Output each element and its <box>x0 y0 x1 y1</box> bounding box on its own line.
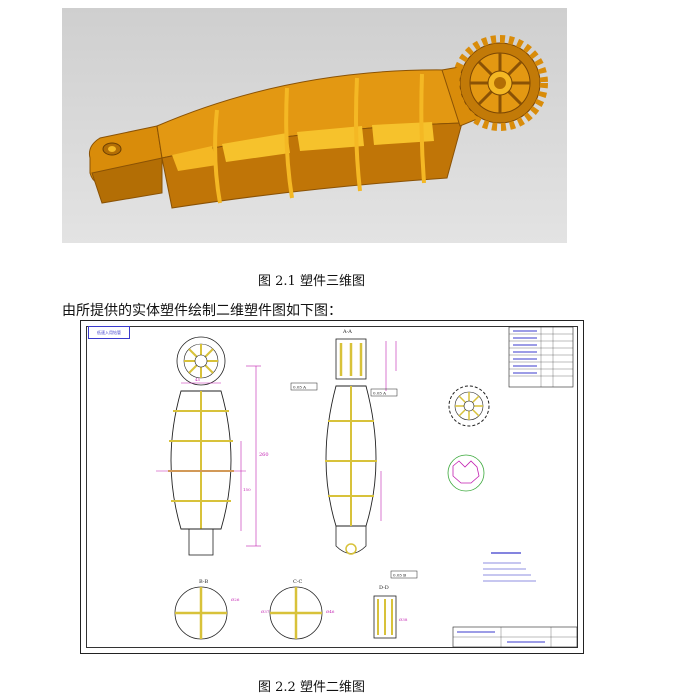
tolerance-box-3: 0.05 B <box>393 573 406 578</box>
drawing-views: 260 45 150 A-A 0.05 <box>156 326 578 648</box>
3d-render-panel <box>62 8 567 243</box>
title-block <box>452 626 578 648</box>
section-view-b: B-B Ø26 <box>174 579 240 640</box>
tolerance-box-1: 0.05 A <box>293 385 306 390</box>
figure-2-2-caption: 图 2.2 塑件二维图 <box>258 680 365 695</box>
dim-section-c: Ø37 <box>261 609 270 614</box>
body-paragraph: 由所提供的实体塑件绘制二维塑件图如下图： <box>62 303 342 319</box>
front-view: 260 45 150 <box>156 336 269 556</box>
dim-overall-length: 260 <box>259 452 269 458</box>
3d-part-model <box>89 35 548 209</box>
dim-width: 45 <box>195 377 201 382</box>
dim-body: 150 <box>243 487 251 492</box>
figure-2-1-caption: 图 2.1 塑件三维图 <box>258 274 365 289</box>
section-view-a: A-A 0.05 A 0.05 A 0.05 B <box>290 329 418 579</box>
section-label-c: C-C <box>293 579 303 585</box>
section-label-a: A-A <box>342 329 352 335</box>
section-label-b: B-B <box>199 579 208 585</box>
parameter-table <box>508 326 574 388</box>
section-label-d: D-D <box>379 585 389 591</box>
gear-teeth <box>452 35 548 131</box>
section-view-d: D-D Ø38 <box>373 585 408 639</box>
technical-notes <box>483 552 536 582</box>
section-view-c: C-C Ø37 Ø46 <box>261 579 335 640</box>
2d-engineering-drawing: 低速入用钻管 <box>80 320 584 654</box>
gear-detail-views <box>447 385 490 492</box>
dim-section-c-2: Ø46 <box>326 609 335 614</box>
drawing-title-tag: 低速入用钻管 <box>88 326 130 339</box>
dim-section-d: Ø38 <box>399 617 408 622</box>
tolerance-box-2: 0.05 A <box>373 391 386 396</box>
drawing-border <box>86 326 578 648</box>
dim-section-b: Ø26 <box>231 597 240 602</box>
